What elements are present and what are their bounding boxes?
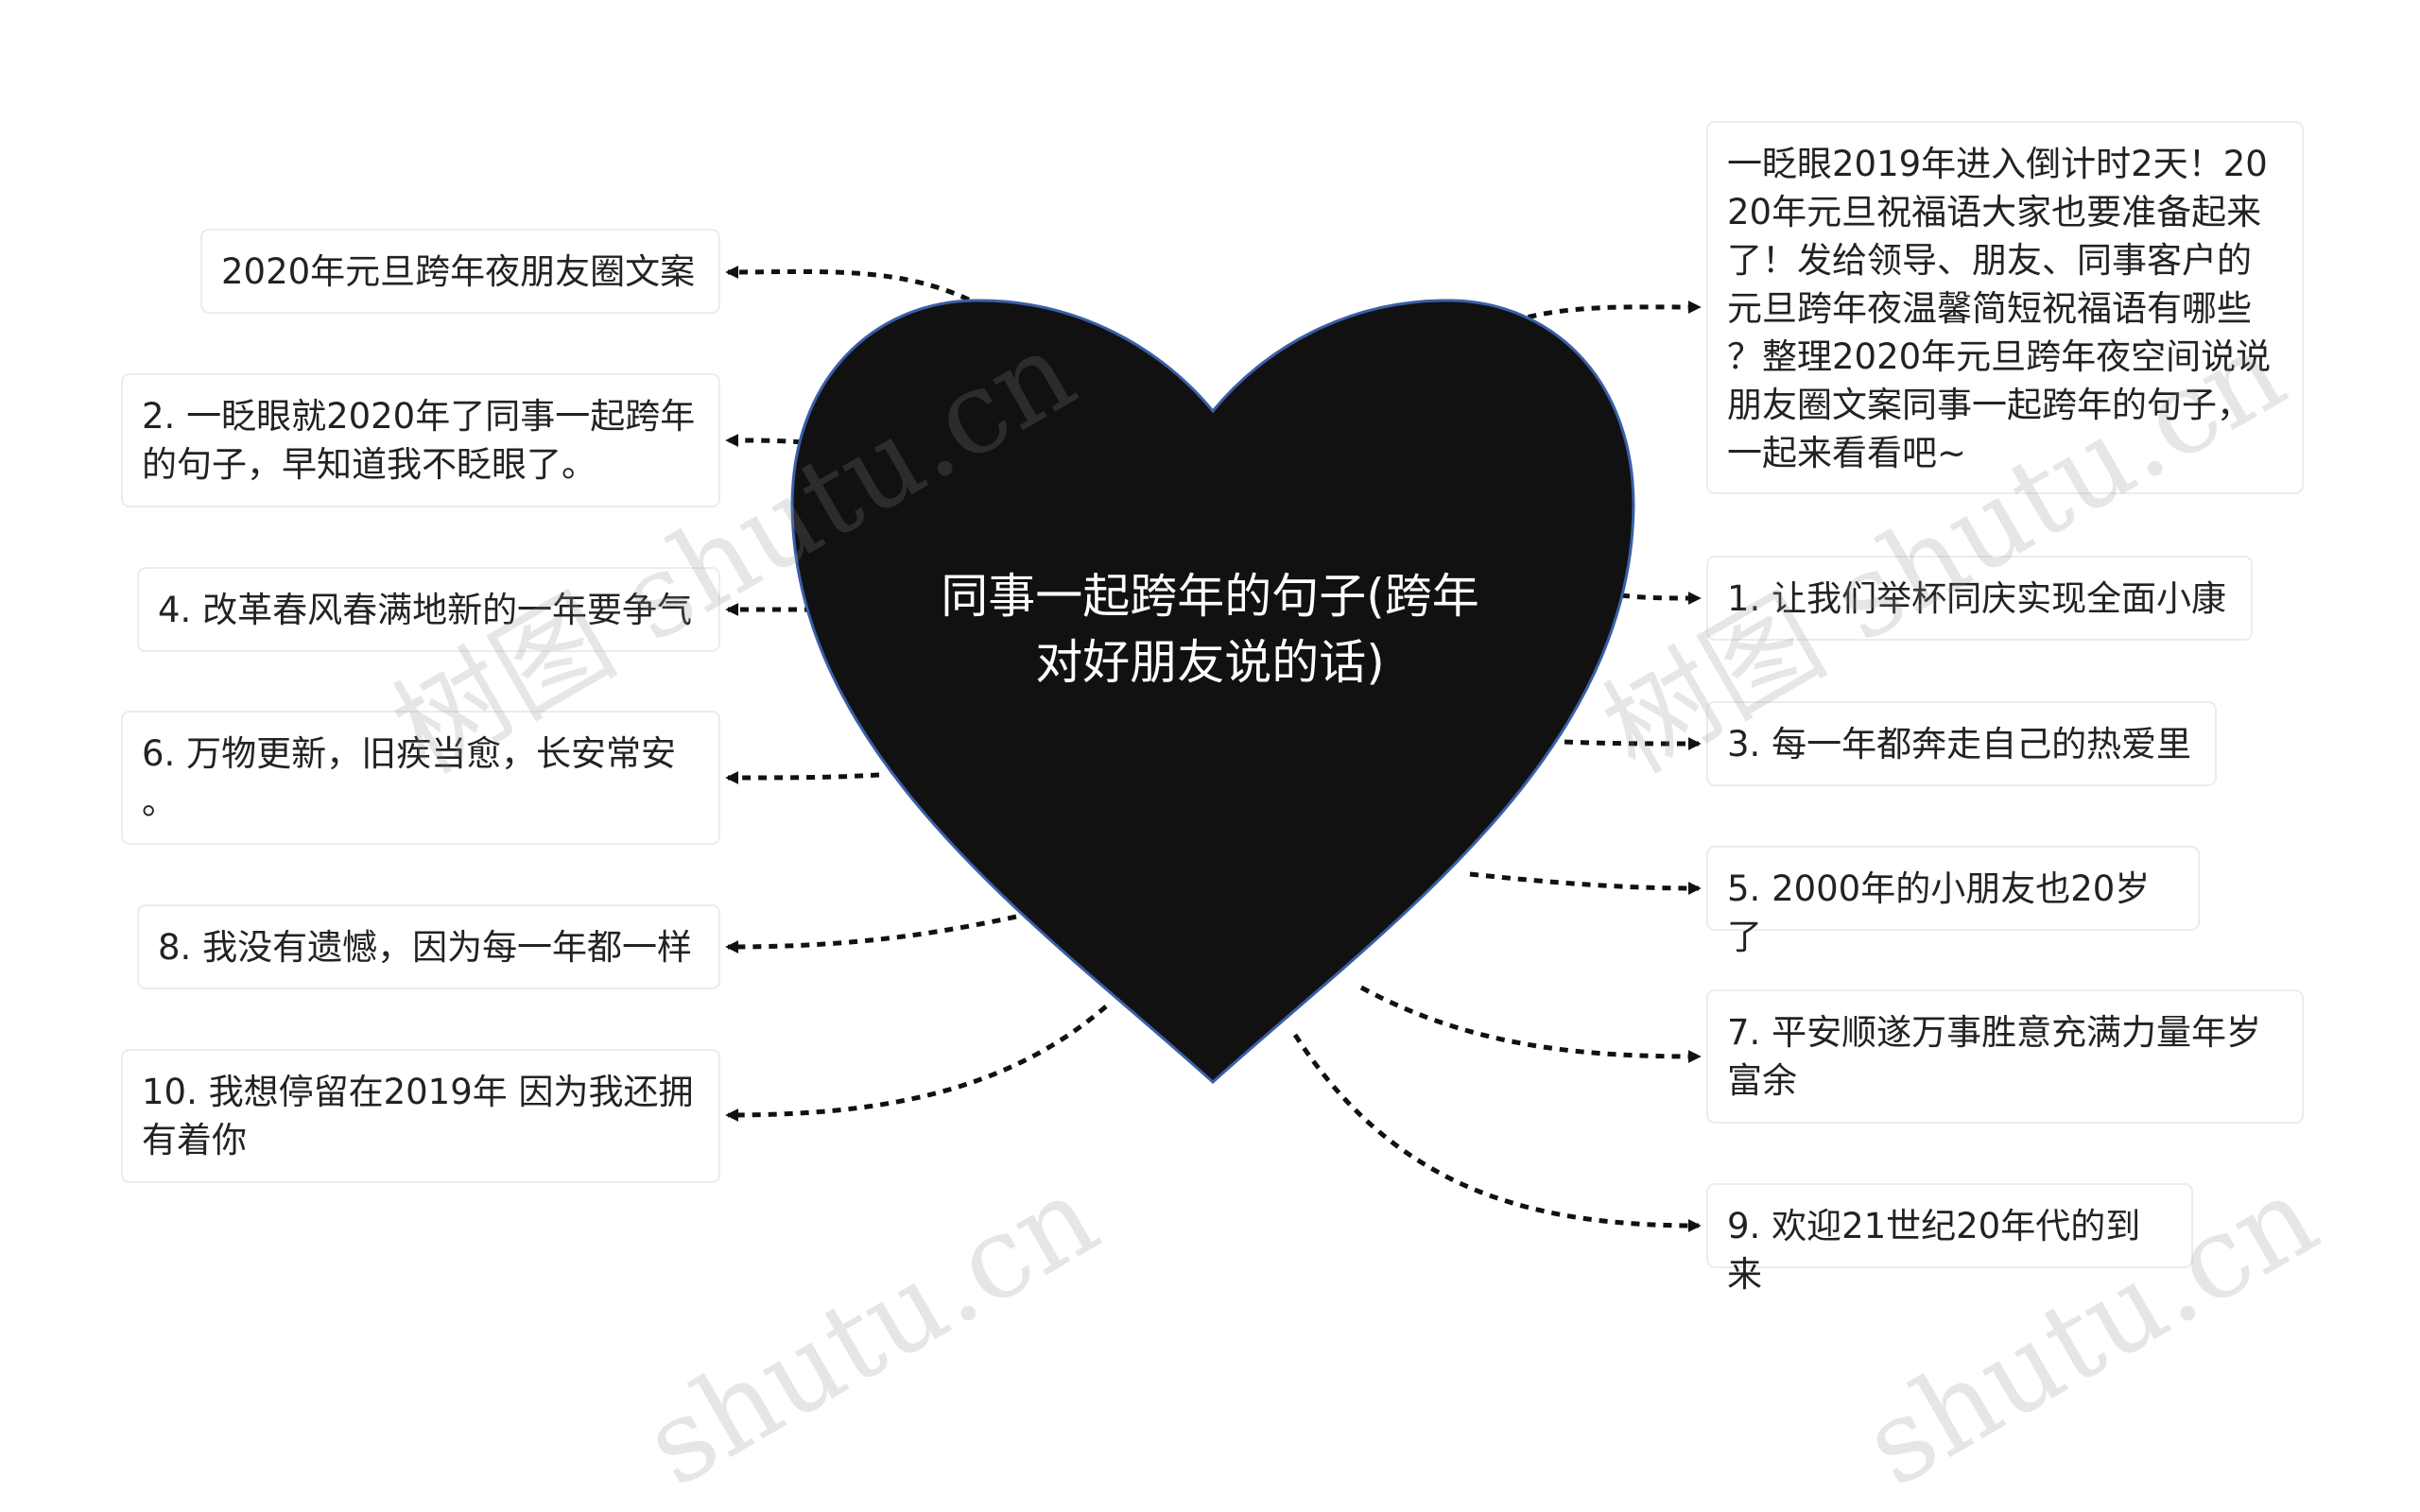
central-topic[interactable]: 同事一起跨年的句子(跨年 对好朋友说的话) <box>917 563 1503 696</box>
central-heart-shape[interactable] <box>790 299 1635 1085</box>
connector-left-4 <box>725 770 880 784</box>
connector-right-3 <box>1469 871 1702 895</box>
left-node-1[interactable]: 2020年元旦跨年夜朋友圈文案 <box>200 229 720 314</box>
right-node-4[interactable]: 7. 平安顺遂万事胜意充满力量年岁 富余 <box>1706 989 2304 1124</box>
connector-right-2 <box>1564 736 1702 750</box>
connector-right-4 <box>1359 985 1702 1063</box>
connector-right-5 <box>1292 1033 1702 1232</box>
left-node-5[interactable]: 8. 我没有遗憾，因为每一年都一样 <box>137 904 720 989</box>
left-node-3[interactable]: 4. 改革春风春满地新的一年要争气 <box>137 567 720 652</box>
right-node-1[interactable]: 1. 让我们举杯同庆实现全面小康 <box>1706 556 2253 641</box>
connector-left-5 <box>725 914 1017 954</box>
left-node-4[interactable]: 6. 万物更新，旧疾当愈，长安常安 。 <box>121 711 720 845</box>
right-node-intro[interactable]: 一眨眼2019年进入倒计时2天！20 20年元旦祝福语大家也要准备起来 了！发给… <box>1706 121 2304 494</box>
connector-group <box>725 265 1702 1232</box>
mind-map-canvas <box>725 265 1702 1232</box>
right-node-5[interactable]: 9. 欢迎21世纪20年代的到来 <box>1706 1183 2193 1295</box>
connector-right-intro <box>1512 300 1702 324</box>
left-node-2[interactable]: 2. 一眨眼就2020年了同事一起跨年 的句子，早知道我不眨眼了。 <box>121 373 720 507</box>
connector-left-1 <box>725 265 985 310</box>
right-node-2[interactable]: 3. 每一年都奔走自己的热爱里 <box>1706 701 2217 786</box>
connector-left-6 <box>725 1005 1108 1122</box>
left-node-6[interactable]: 10. 我想停留在2019年 因为我还拥 有着你 <box>121 1049 720 1183</box>
central-topic-line-2: 对好朋友说的话) <box>1035 635 1385 690</box>
right-node-3[interactable]: 5. 2000年的小朋友也20岁了 <box>1706 846 2200 957</box>
central-topic-line-1: 同事一起跨年的句子(跨年 <box>941 569 1479 624</box>
connector-right-1 <box>1620 591 1702 605</box>
